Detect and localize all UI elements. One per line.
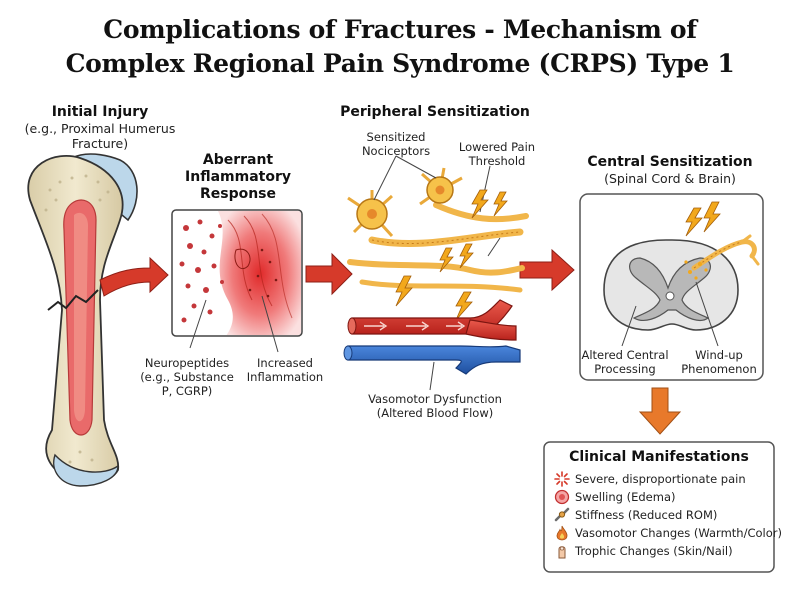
clinical-item: Vasomotor Changes (Warmth/Color) (554, 524, 782, 542)
nociceptor-neurons (347, 155, 529, 293)
inflammatory-heading-2: Inflammatory (185, 169, 291, 185)
peripheral-heading: Peripheral Sensitization (340, 104, 530, 120)
sensitized-nociceptors-label-1: Sensitized (366, 130, 426, 144)
vasomotor-dysfunction-label-2: (Altered Blood Flow) (376, 406, 494, 420)
initial-injury-sub-2: Fracture) (71, 136, 129, 151)
inflammatory-heading-3: Response (199, 186, 277, 202)
clinical-heading: Clinical Manifestations (569, 449, 749, 465)
central-sensitization-panel (579, 193, 764, 381)
windup-label-1: Wind-up (695, 348, 743, 362)
initial-injury-heading: Initial Injury (51, 104, 149, 120)
skin-nail-icon (558, 546, 566, 559)
title-line-1: Complications of Fractures - Mechanism o… (103, 15, 697, 44)
clinical-item: Trophic Changes (Skin/Nail) (554, 542, 733, 560)
neuropeptides-label-1: Neuropeptides (144, 356, 230, 370)
clinical-item: Swelling (Edema) (554, 488, 675, 506)
clinical-item-text: Stiffness (Reduced ROM) (575, 508, 718, 522)
clinical-item-text: Severe, disproportionate pain (575, 472, 746, 486)
inflammation-panel (171, 209, 303, 353)
stiffness-joint-icon (554, 507, 570, 522)
pain-burst-icon (554, 471, 570, 487)
arrow-peripheral-to-central (519, 248, 575, 292)
altered-processing-label-2: Processing (594, 362, 656, 376)
neuropeptides-label-3: P, CGRP) (161, 384, 213, 398)
lowered-threshold-label-1: Lowered Pain (458, 140, 536, 154)
humerus-bone-illustration (27, 153, 138, 487)
increased-inflammation-label-2: Inflammation (246, 370, 324, 384)
clinical-manifestations-list: Clinical Manifestations Severe, dispropo… (544, 442, 782, 572)
artery-illustration (347, 299, 517, 341)
vasomotor-dysfunction-label-1: Vasomotor Dysfunction (368, 392, 502, 406)
arrow-central-to-clinical (638, 387, 682, 435)
clinical-manifestations-panel (543, 441, 775, 573)
arrow-inflammation-to-peripheral (305, 252, 353, 296)
clinical-item-text: Trophic Changes (Skin/Nail) (575, 544, 733, 558)
central-sub: (Spinal Cord & Brain) (604, 171, 736, 186)
central-heading: Central Sensitization (587, 154, 753, 170)
windup-lightning-icons (685, 201, 721, 237)
altered-processing-label-1: Altered Central (581, 348, 669, 362)
flame-icon (556, 525, 568, 541)
lightning-bolt-icons (395, 189, 508, 321)
clinical-item-text: Swelling (Edema) (575, 490, 676, 504)
windup-label-2: Phenomenon (681, 362, 757, 376)
arrow-injury-to-inflammation (99, 256, 169, 297)
sensitized-nociceptors-label-2: Nociceptors (361, 144, 431, 158)
clinical-item: Severe, disproportionate pain (554, 470, 746, 488)
vein-illustration (343, 345, 521, 391)
clinical-item-text: Vasomotor Changes (Warmth/Color) (575, 526, 782, 540)
clinical-item: Stiffness (Reduced ROM) (554, 506, 717, 524)
title-line-2: Complex Regional Pain Syndrome (CRPS) Ty… (65, 49, 735, 78)
increased-inflammation-label-1: Increased (257, 356, 313, 370)
lowered-threshold-label-2: Threshold (468, 154, 526, 168)
neuropeptides-label-2: (e.g., Substance (140, 370, 234, 384)
swelling-icon (554, 489, 570, 505)
inflammatory-heading-1: Aberrant (202, 152, 274, 168)
initial-injury-sub-1: (e.g., Proximal Humerus (24, 121, 176, 136)
